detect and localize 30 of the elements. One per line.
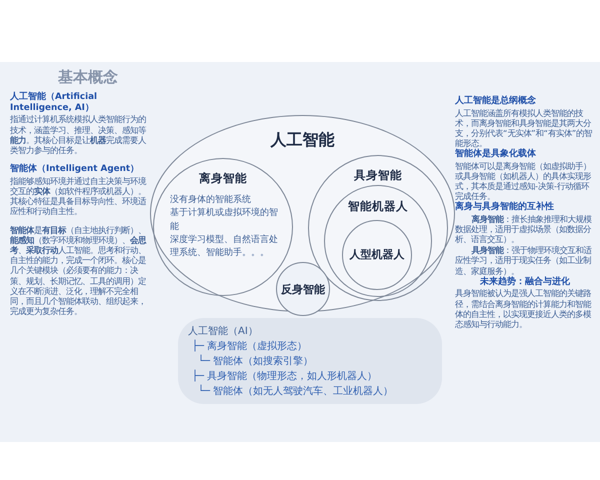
section-heading: 智能体（Intelligent Agent） bbox=[10, 164, 140, 175]
section-title: 基本概念 bbox=[58, 68, 118, 87]
tree-line: ├─ 离身智能（虚拟形态） bbox=[192, 339, 308, 353]
paragraph-text: 指通过计算机系统模拟人类智能行为的技术，涵盖学习、推理、决策、感知等能力。其核心目标是让机器完成需要人类智力参与的任务。 bbox=[10, 114, 148, 155]
section-heading: 智能体是具象化载体 bbox=[455, 149, 537, 160]
venn-circle bbox=[342, 220, 412, 290]
paragraph-text: 人工智能涵盖所有模拟人类智能的技术，而离身智能和具身智能是其两大分支，分别代表“无实体”和“有实体”的智能形态。 bbox=[455, 108, 594, 148]
paragraph-text: 智能体是有目标（自主地执行判断）、能感知（数字环境和物理环境）、会思考、采取行动人工智能。思考和行动、自主性的能力，完成一个闭环。核心是几个关键模块（必须要有的能力：决策、规划、长期记忆、工具的调用）定义在不断演进、泛化，理解不完全相同，而且几个智能体联动、组织起来，完成更为复杂任务。 bbox=[10, 225, 148, 316]
circle-heading: 人型机器人 bbox=[348, 247, 406, 262]
circle-body-text: 基于计算机或虚拟环境的智能 bbox=[170, 206, 279, 234]
tree-line: └─ 智能体（如搜索引擎） bbox=[198, 354, 314, 368]
paragraph-text: 具身智能：强于物理环境交互和适应性学习，适用于现实任务（如工业制造、家庭服务）。 bbox=[455, 245, 593, 276]
section-heading: 人工智能（Artificial Intelligence, AI） bbox=[10, 92, 98, 114]
circle-body-text: 没有身体的智能系统 bbox=[170, 193, 252, 206]
section-heading: 人工智能是总纲概念 bbox=[455, 96, 537, 107]
circle-heading: 离身智能 bbox=[198, 171, 248, 186]
paragraph-text: 具身智能被认为是强人工智能的关键路径，需结合离身智能的计算能力和智能体的自主性，以实现更接近人类的多模态感知与行动能力。 bbox=[455, 288, 592, 329]
circle-heading: 智能机器人 bbox=[347, 199, 409, 214]
tree-line: └─ 智能体（如无人驾驶汽车、工业机器人） bbox=[198, 384, 394, 398]
paragraph-text: 智能体可以是离身智能（如虚拟助手）或具身智能（如机器人）的具体实现形式，其本质是通过感知-决策-行动循环完成任务。 bbox=[455, 160, 592, 202]
section-heading: 未来趋势：融合与进化 bbox=[479, 276, 571, 288]
tree-line: 人工智能（AI） bbox=[188, 324, 258, 338]
circle-heading: 反身智能 bbox=[280, 282, 326, 297]
section-heading: 离身与具身智能的互补性 bbox=[455, 202, 555, 214]
paragraph-text: 离身智能：擅长抽象推理和大规模数据处理，适用于虚拟场景（如数据分析、语言交互）。 bbox=[455, 214, 593, 244]
tree-line: ├─ 具身智能（物理形态，如人形机器人） bbox=[192, 369, 378, 383]
diagram-heading: 人工智能 bbox=[269, 130, 336, 151]
circle-heading: 具身智能 bbox=[353, 168, 403, 183]
paragraph-text: 指能够感知环境并通过自主决策与环境交互的实体（如软件程序或机器人）。其核心特征是具备目标导向性、环境适应性和行动自主性。 bbox=[10, 176, 148, 216]
circle-body-text: 深度学习模型、自然语言处理系统、智能助手。。。 bbox=[170, 233, 279, 260]
